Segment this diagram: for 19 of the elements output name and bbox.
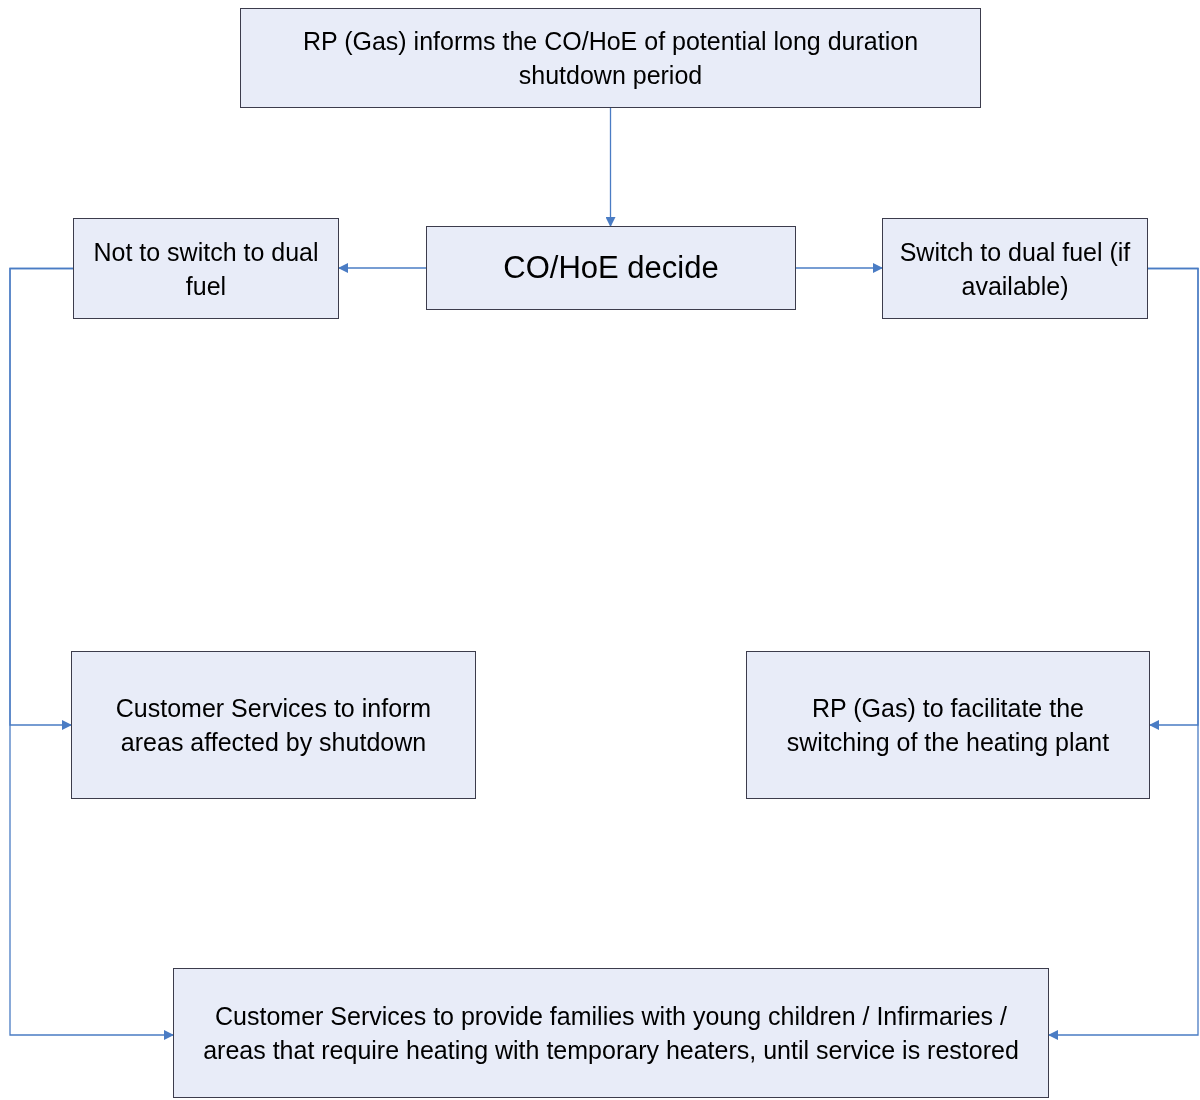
arrow [605,107,616,227]
process-box [882,218,1148,319]
process-box [73,218,339,319]
box-text: RP (Gas) to facilitate the switching of the heating plant [785,693,1111,758]
process-box [426,226,796,310]
process-box [173,968,1049,1098]
box-text: Customer Services to inform areas affected by shutdown [114,693,433,758]
box-text: CO/HoE decide [503,248,719,287]
process-box [746,651,1150,799]
box-text: Customer Services to provide families with young children / Infirmaries / areas that require heating with temporary heaters, until service is restored [202,1001,1020,1066]
arrow [795,263,883,273]
box-text: Not to switch to dual fuel [92,236,320,302]
arrow [9,267,174,1040]
process-box [71,651,476,799]
arrow [1048,267,1199,1040]
process-box [240,8,981,108]
arrow [338,263,427,273]
box-text: Switch to dual fuel (if available) [898,236,1132,302]
box-text: RP (Gas) informs the CO/HoE of potential long duration shutdown period [301,26,920,91]
